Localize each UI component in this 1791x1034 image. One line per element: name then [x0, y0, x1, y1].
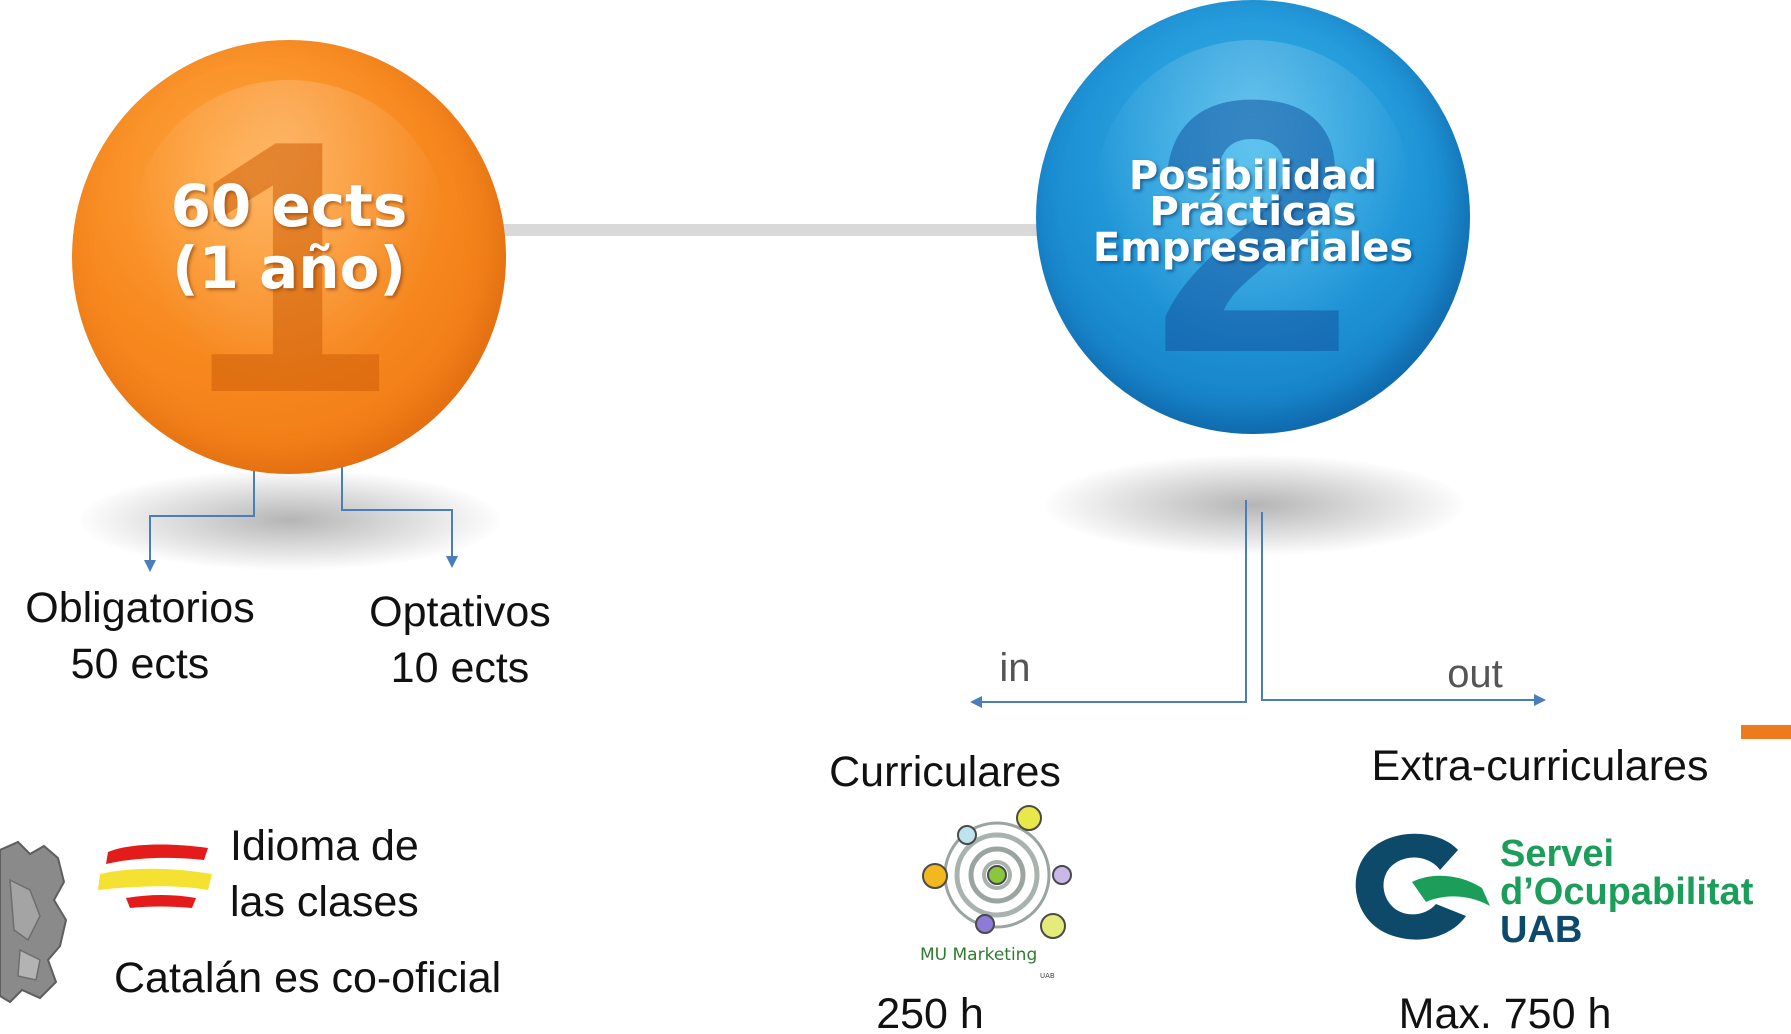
servei-line3: UAB	[1500, 909, 1583, 951]
mu-marketing-logo: MU Marketing UAB	[920, 805, 1072, 980]
curriculares-label: Curriculares	[829, 748, 1061, 796]
step-2-number: 2	[1152, 26, 1354, 428]
step-2-title: Posibilidad Prácticas Empresariales	[1036, 0, 1470, 434]
step-2-title-line3: Empresariales	[1092, 225, 1414, 271]
arrow-in	[970, 500, 1247, 708]
step-1-title-line2: (1 año)	[172, 234, 406, 302]
arrow-obligatorios	[144, 460, 255, 572]
europe-map-icon	[0, 840, 68, 1004]
curriculares-hours: 250 h	[876, 990, 984, 1034]
arrow-optativos	[341, 458, 458, 568]
catalan-note: Catalán es co-oficial	[114, 954, 502, 1002]
step-2-title-line1: Posibilidad	[1128, 153, 1378, 199]
orange-accent-bar	[1741, 725, 1791, 739]
arrow-out	[1261, 512, 1546, 706]
circle-2-shadow	[1045, 455, 1465, 555]
circle-1-gloss	[132, 80, 446, 380]
obligatorios-label: Obligatorios 50 ects	[0, 580, 280, 692]
circle-2-gloss	[1096, 40, 1410, 340]
optativos-ects: 10 ects	[390, 644, 530, 692]
step-1-title: 60 ects (1 año)	[72, 40, 506, 474]
step-1-number: 1	[188, 66, 390, 468]
step-2-circle: 2 Posibilidad Prácticas Empresariales	[1036, 0, 1470, 434]
step-2-title-line2: Prácticas	[1149, 189, 1357, 235]
extra-curriculares-label: Extra-curriculares	[1371, 742, 1709, 790]
optativos-title: Optativos	[369, 588, 551, 636]
obligatorios-ects: 50 ects	[70, 640, 210, 688]
out-arrow-label: out	[1447, 652, 1503, 696]
servei-ocupabilitat-icon	[1355, 833, 1490, 940]
idioma-line1: Idioma de	[230, 822, 419, 870]
spain-flag-icon	[98, 844, 212, 908]
mu-logo-text: MU Marketing	[920, 945, 1037, 965]
mu-logo-subtext: UAB	[1040, 972, 1055, 980]
extra-curriculares-hours: Max. 750 h	[1398, 990, 1612, 1034]
step-1-title-line1: 60 ects	[170, 172, 408, 240]
idioma-label: Idioma de las clases	[230, 818, 419, 930]
servei-ocupabilitat-logo-text: Servei d’Ocupabilitat UAB	[1500, 835, 1753, 949]
step-1-circle: 1 60 ects (1 año)	[72, 40, 506, 474]
obligatorios-title: Obligatorios	[25, 584, 255, 632]
in-arrow-label: in	[999, 646, 1031, 690]
servei-line2: d’Ocupabilitat	[1500, 871, 1754, 913]
idioma-line2: las clases	[230, 878, 419, 926]
servei-line1: Servei	[1500, 833, 1615, 875]
optativos-label: Optativos 10 ects	[340, 584, 580, 696]
